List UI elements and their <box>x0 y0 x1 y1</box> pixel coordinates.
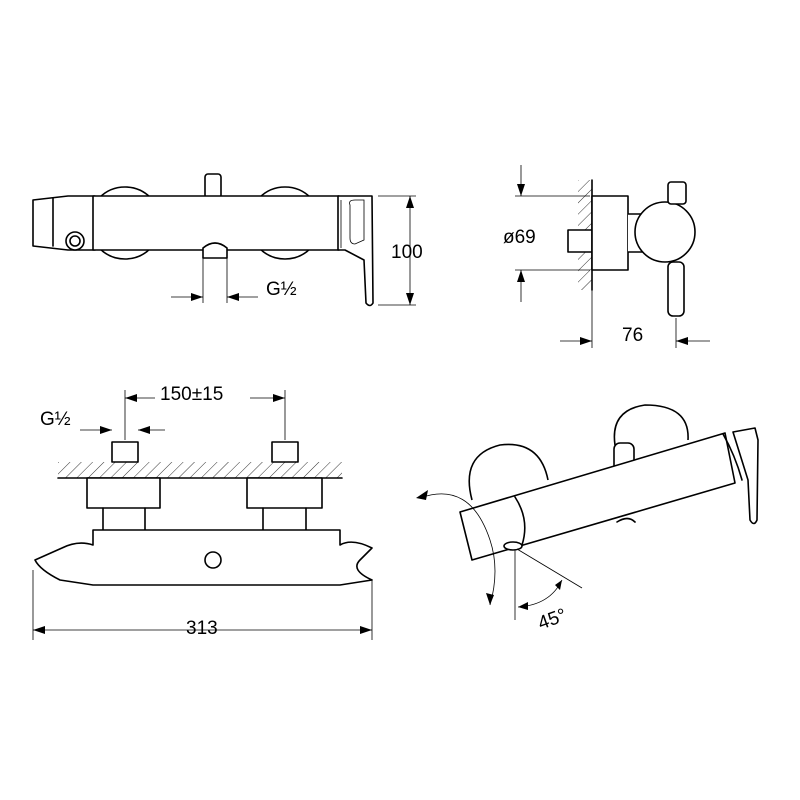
top-thread-dimension: G½ <box>40 409 71 430</box>
outlet <box>65 231 85 251</box>
spout <box>32 195 96 251</box>
body <box>92 195 340 251</box>
right-top-escutcheon <box>246 477 323 509</box>
lever <box>337 195 374 307</box>
height-dimension: 100 <box>391 242 423 263</box>
center-hole <box>204 551 222 569</box>
iso-right-escutcheon <box>613 404 689 446</box>
left-top-escutcheon <box>86 477 161 509</box>
front-view: 100 G½ <box>32 173 423 307</box>
iso-body <box>459 432 736 561</box>
width-dimension: 313 <box>186 618 218 639</box>
top-view: 150±15 G½ 313 <box>32 384 373 640</box>
iso-outlet <box>503 541 523 551</box>
inlet-connector <box>202 242 228 259</box>
side-escutcheon <box>591 195 629 271</box>
right-pipe <box>271 441 299 463</box>
side-knob <box>667 181 687 205</box>
left-pipe <box>111 441 139 463</box>
front-thread-dimension: G½ <box>266 279 297 300</box>
angle-dimension: 45° <box>535 605 569 635</box>
side-body <box>634 201 696 263</box>
iso-left-escutcheon <box>468 443 549 501</box>
top-body <box>34 529 373 586</box>
spacing-dimension: 150±15 <box>160 384 223 405</box>
iso-lever <box>732 427 759 525</box>
top-knob <box>204 173 222 199</box>
side-lever <box>667 261 685 317</box>
depth-dimension: 76 <box>622 325 643 346</box>
wall-connector <box>567 229 593 253</box>
diameter-dimension: ø69 <box>503 227 536 248</box>
side-view: ø69 76 <box>503 165 710 348</box>
iso-view: 45° <box>416 404 759 635</box>
